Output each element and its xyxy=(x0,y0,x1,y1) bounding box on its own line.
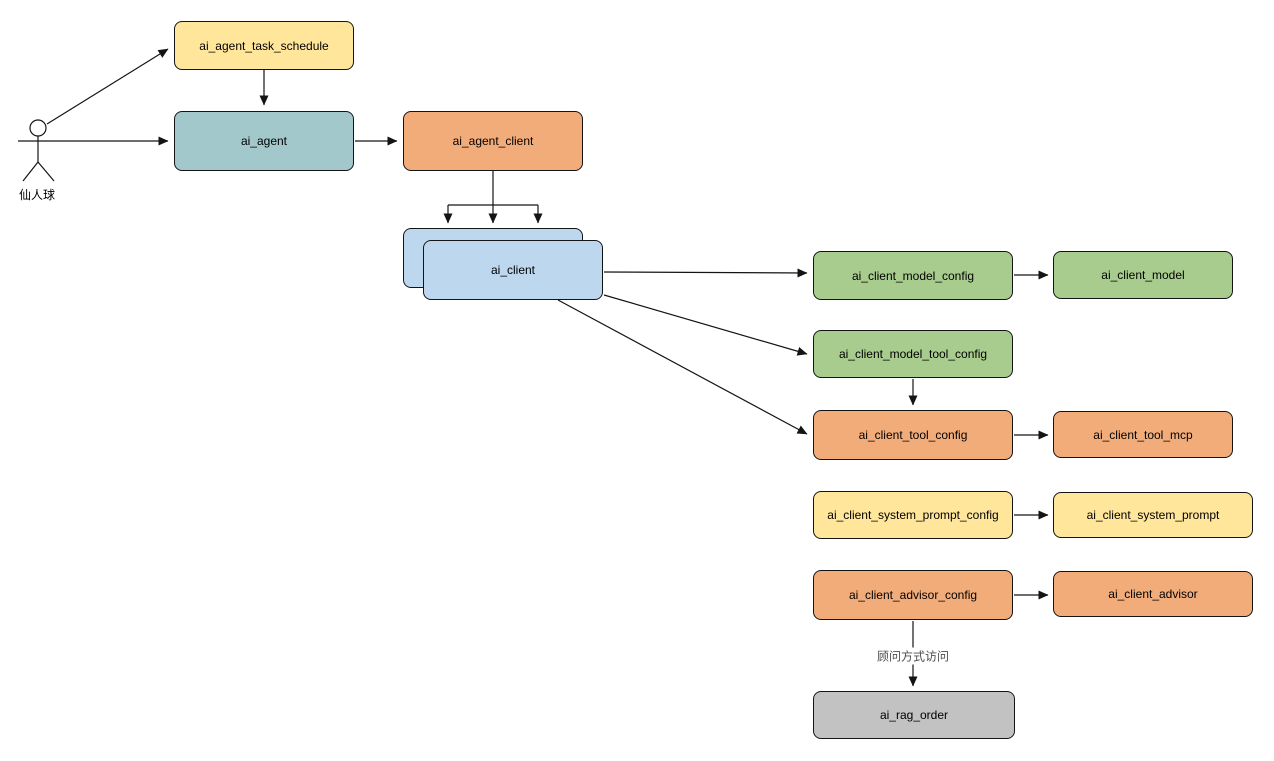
edge-client-to-model-config xyxy=(603,268,808,278)
node-ai-agent-task-schedule[interactable]: ai_agent_task_schedule xyxy=(174,21,354,70)
edge-actor-to-task-schedule xyxy=(46,48,169,125)
node-ai-client-tool-config[interactable]: ai_client_tool_config xyxy=(813,410,1013,460)
node-ai-agent-client[interactable]: ai_agent_client xyxy=(403,111,583,171)
actor-head xyxy=(29,119,47,137)
node-ai-client-tool-mcp[interactable]: ai_client_tool_mcp xyxy=(1053,411,1233,458)
node-ai-client-model[interactable]: ai_client_model xyxy=(1053,251,1233,299)
node-ai-client-advisor[interactable]: ai_client_advisor xyxy=(1053,571,1253,617)
actor-leg-left xyxy=(22,161,39,182)
actor-label: 仙人球 xyxy=(19,188,56,202)
node-ai-client-model-tool-config[interactable]: ai_client_model_tool_config xyxy=(813,330,1013,378)
actor-leg-right xyxy=(37,161,55,182)
node-ai-client-system-prompt[interactable]: ai_client_system_prompt xyxy=(1053,492,1253,538)
node-ai-client-model-config[interactable]: ai_client_model_config xyxy=(813,251,1013,300)
actor-figure[interactable] xyxy=(22,119,55,182)
edge-client-to-model-tool-config xyxy=(603,294,808,356)
node-ai-agent[interactable]: ai_agent xyxy=(174,111,354,171)
node-ai-client-advisor-config[interactable]: ai_client_advisor_config xyxy=(813,570,1013,620)
edge-client-to-tool-config xyxy=(557,299,808,435)
edge-label-advisor-access[interactable]: 顾问方式访问 xyxy=(874,647,952,665)
node-ai-client-system-prompt-config[interactable]: ai_client_system_prompt_config xyxy=(813,491,1013,539)
node-ai-client[interactable]: ai_client xyxy=(423,240,603,300)
node-ai-rag-order[interactable]: ai_rag_order xyxy=(813,691,1015,739)
